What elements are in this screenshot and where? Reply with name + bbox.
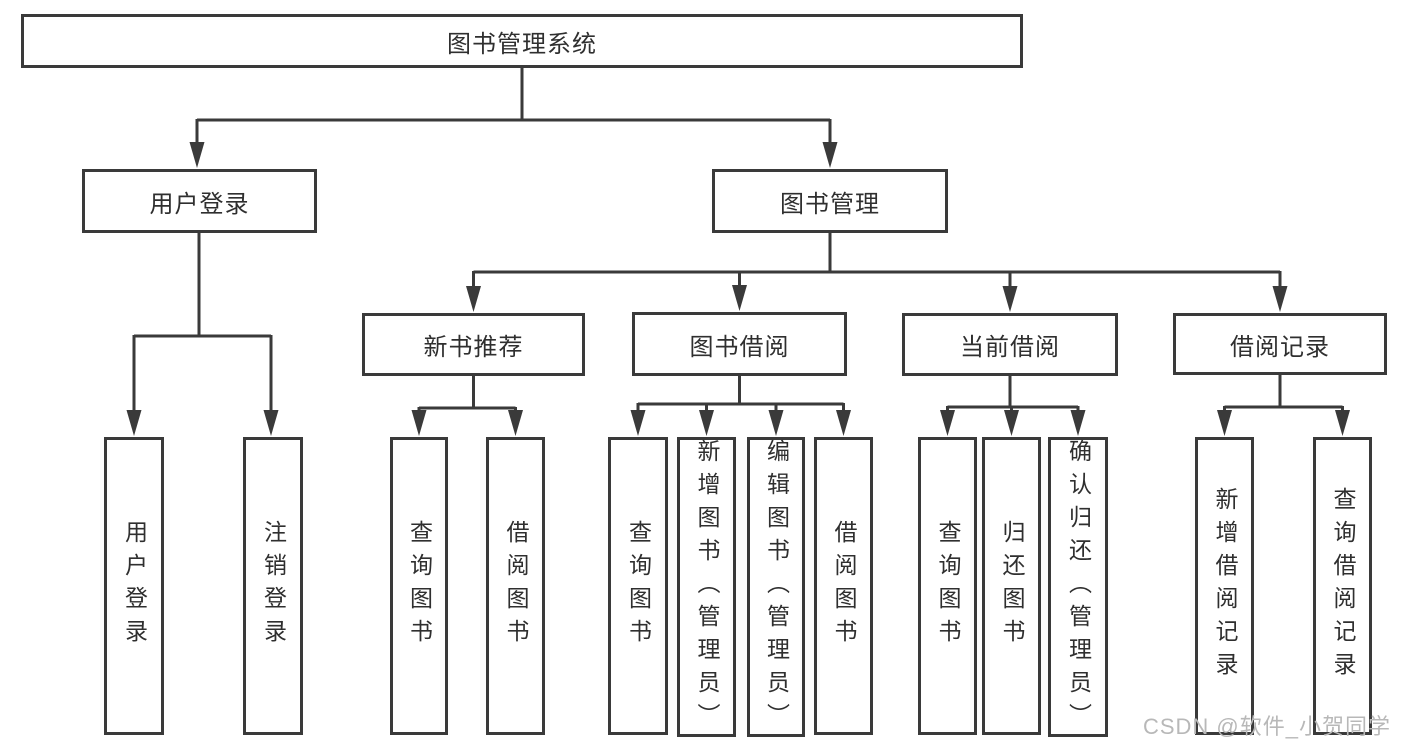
leaf-confirm-return-admin: 确认归还（管理员）	[1048, 437, 1108, 737]
leaf-label: 新增借阅记录	[1212, 487, 1238, 685]
arrowhead	[699, 410, 714, 436]
node-borrow-records: 借阅记录	[1173, 313, 1387, 375]
arrowhead	[1070, 410, 1086, 436]
arrowhead	[940, 410, 955, 436]
node-book-management: 图书管理	[712, 169, 948, 233]
leaf-label: 用户登录	[121, 520, 148, 652]
arrowhead	[732, 285, 747, 311]
node-user-login: 用户登录	[82, 169, 317, 233]
arrowhead	[1004, 410, 1019, 436]
leaf-label: 归还图书	[999, 520, 1025, 652]
leaf-borrow-books-borrow: 借阅图书	[814, 437, 873, 735]
leaf-label: 注销登录	[260, 520, 287, 652]
connector-userlogin-to-leaves	[126, 233, 279, 436]
node-root: 图书管理系统	[21, 14, 1023, 68]
leaf-label: 查询图书	[406, 520, 433, 652]
leaf-label: 新增图书（管理员）	[694, 438, 720, 736]
leaf-logout: 注销登录	[243, 437, 303, 735]
leaf-user-login: 用户登录	[104, 437, 164, 735]
leaf-label: 借阅图书	[831, 520, 857, 652]
connector-bookborrow-to-leaves	[630, 376, 851, 436]
arrowhead	[768, 410, 784, 436]
leaf-query-books-recommend: 查询图书	[390, 437, 448, 735]
leaf-add-books-admin: 新增图书（管理员）	[677, 437, 736, 737]
arrowhead	[822, 142, 838, 168]
leaf-add-borrow-record: 新增借阅记录	[1195, 437, 1254, 735]
leaf-query-books-current: 查询图书	[918, 437, 977, 735]
leaf-label: 查询借阅记录	[1330, 487, 1356, 685]
leaf-label: 查询图书	[935, 520, 961, 652]
node-book-borrow: 图书借阅	[632, 312, 847, 376]
watermark: CSDN @软件_小贺同学	[1142, 714, 1391, 739]
arrowhead	[411, 410, 427, 436]
arrowhead	[466, 286, 481, 312]
leaf-label: 查询图书	[625, 520, 652, 652]
arrowhead	[1335, 410, 1350, 436]
node-new-book-recommend: 新书推荐	[362, 313, 585, 376]
connector-borrowrecords-to-leaves	[1217, 375, 1350, 436]
arrowhead	[263, 410, 279, 436]
arrowhead	[836, 410, 851, 436]
node-current-borrow: 当前借阅	[902, 313, 1118, 376]
leaf-label: 借阅图书	[503, 520, 529, 652]
leaf-label: 编辑图书（管理员）	[763, 438, 790, 736]
leaf-edit-books-admin: 编辑图书（管理员）	[747, 437, 805, 737]
arrowhead	[1217, 410, 1232, 436]
arrowhead	[189, 142, 205, 168]
connector-newbook-to-leaves	[411, 376, 523, 436]
arrowhead	[1272, 286, 1288, 312]
arrowhead	[630, 410, 646, 436]
connector-currentborrow-to-leaves	[940, 376, 1086, 436]
arrowhead	[126, 410, 142, 436]
leaf-query-borrow-record: 查询借阅记录	[1313, 437, 1372, 735]
leaf-query-books-borrow: 查询图书	[608, 437, 668, 735]
leaf-return-books: 归还图书	[982, 437, 1041, 735]
connector-root-to-level2	[189, 68, 838, 168]
leaf-borrow-books-recommend: 借阅图书	[486, 437, 545, 735]
connector-bookmgmt-to-level3	[466, 233, 1288, 312]
arrowhead	[508, 410, 523, 436]
leaf-label: 确认归还（管理员）	[1065, 438, 1092, 736]
arrowhead	[1002, 286, 1018, 312]
